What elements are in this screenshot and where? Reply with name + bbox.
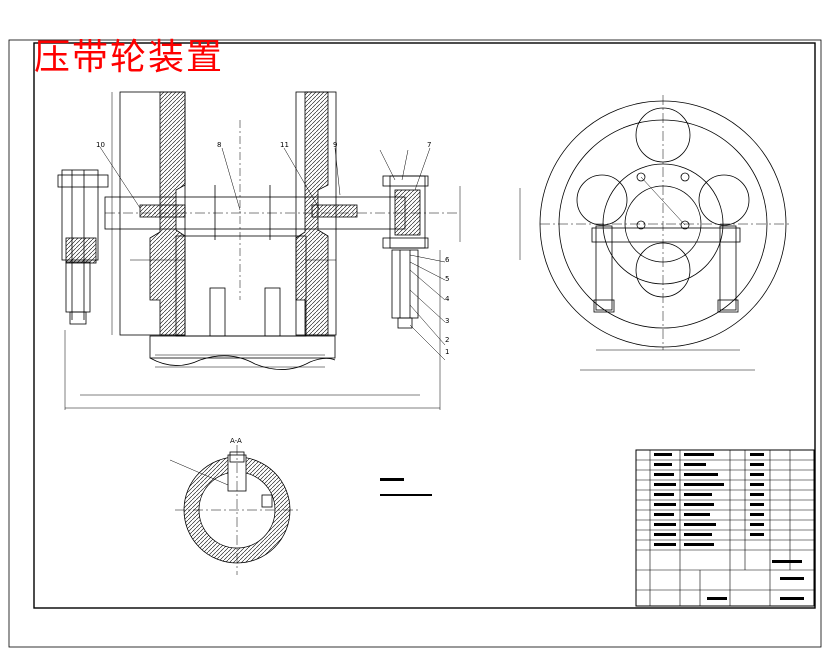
callout-7: 7	[427, 141, 432, 149]
drawing-title: 压带轮装置	[34, 37, 225, 78]
callout-3: 3	[445, 317, 450, 325]
front-section-view	[57, 91, 461, 410]
side-support-bar	[591, 227, 741, 243]
callout-10: 10	[96, 141, 105, 149]
callout-4: 4	[445, 295, 450, 303]
sheet-border	[8, 39, 822, 648]
section-label: A-A	[230, 437, 242, 445]
left-key	[139, 204, 186, 218]
side-view	[519, 95, 790, 371]
technical-note	[380, 478, 432, 496]
callout-1: 1	[445, 348, 450, 356]
right-support-bolt	[391, 249, 419, 319]
parts-list-marks	[654, 453, 804, 600]
callout-11: 11	[280, 141, 289, 149]
right-key	[311, 204, 358, 218]
callout-5: 5	[445, 275, 450, 283]
callout-8: 8	[217, 141, 222, 149]
callout-6: 6	[445, 256, 450, 264]
callout-2: 2	[445, 336, 450, 344]
bracket-frame	[175, 235, 307, 337]
base-plate	[149, 335, 336, 359]
title-block	[635, 449, 815, 607]
section-a-a-view	[169, 445, 300, 575]
callout-9: 9	[333, 141, 338, 149]
